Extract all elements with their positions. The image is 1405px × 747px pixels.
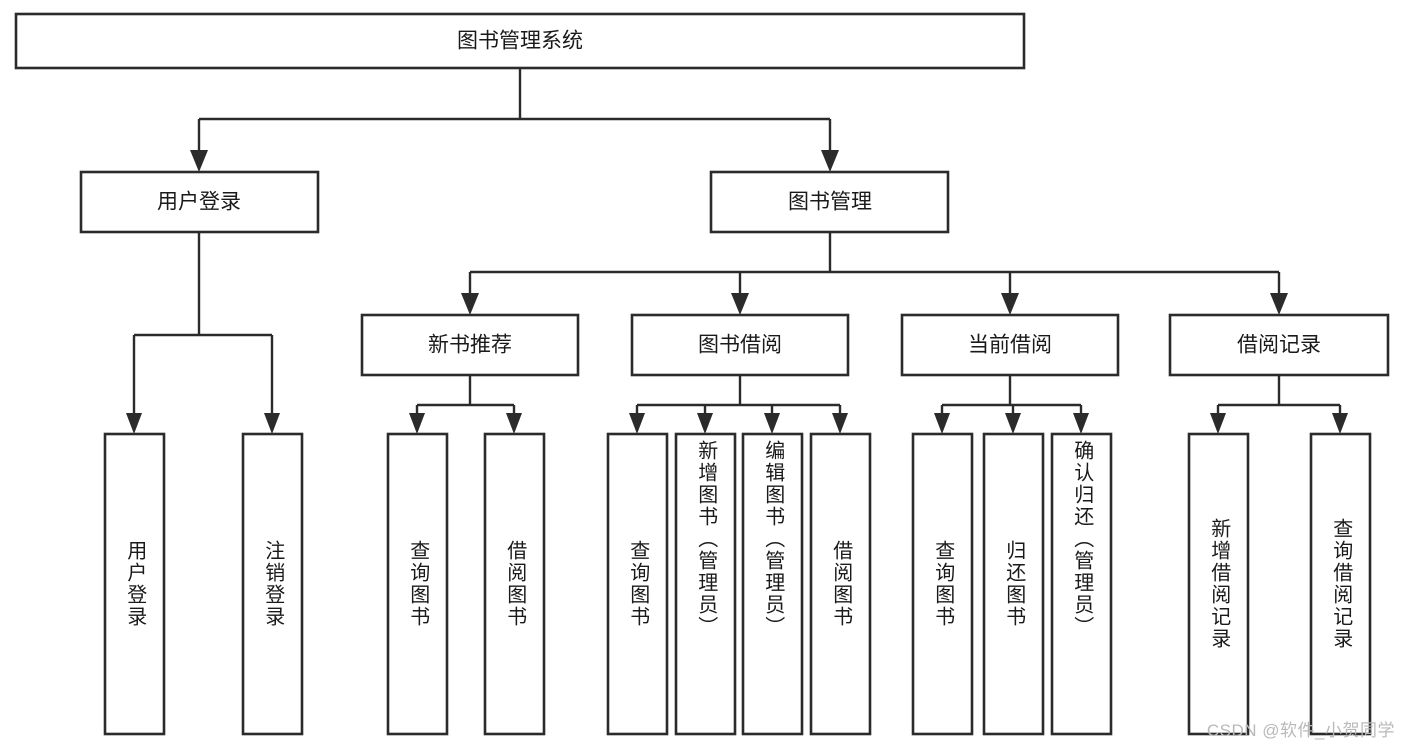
leaf-box-query-book-2[interactable] [606,432,669,736]
node-book-borrow-box[interactable] [630,313,850,377]
arrow-head-leaf-borrow-book-2 [832,413,848,434]
node-borrow-record[interactable]: 借阅记录 [1168,313,1390,377]
leaf-box-query-book-1[interactable] [386,432,449,736]
node-current-borrow[interactable]: 当前借阅 [900,313,1120,377]
leaf-box-edit-book-admin[interactable] [741,432,804,736]
arrow-head-leaf-logout [264,413,280,434]
leaf-box-return-book[interactable] [982,432,1045,736]
node-new-book-recommend[interactable]: 新书推荐 [360,313,580,377]
leaf-box-query-borrow-record[interactable] [1309,432,1372,736]
node-user-login-label: 用户登录 [157,191,241,214]
arrow-head-borrow-record [1270,293,1288,315]
node-user-login[interactable]: 用户登录 [79,170,320,234]
leaf-box-layer [103,432,1372,736]
arrow-head-user-login [190,150,208,172]
arrow-head-leaf-return-book [1005,413,1021,434]
node-user-login-box[interactable] [79,170,320,234]
arrow-head-new-book-rec [461,293,479,315]
node-book-management-label: 图书管理 [788,191,872,214]
node-book-management[interactable]: 图书管理 [709,170,950,234]
arrow-head-current-borrow [1001,293,1019,315]
node-borrow-record-label: 借阅记录 [1237,334,1321,357]
node-new-book-recommend-box[interactable] [360,313,580,377]
leaf-box-add-book-admin[interactable] [674,432,737,736]
node-borrow-record-box[interactable] [1168,313,1390,377]
csdn-watermark: CSDN @软件_小贺同学 [1206,721,1395,740]
leaf-box-user-login[interactable] [103,432,166,736]
leaf-box-borrow-book-1[interactable] [483,432,546,736]
connector-layer [126,68,1348,434]
arrow-head-leaf-add-book [697,413,713,434]
arrow-head-leaf-query-book-2 [629,413,645,434]
node-root-box[interactable] [14,12,1026,70]
arrow-head-leaf-edit-book [764,413,780,434]
leaf-box-query-book-3[interactable] [911,432,974,736]
arrow-head-book-manage [821,150,839,172]
node-current-borrow-label: 当前借阅 [968,334,1052,357]
node-root-label: 图书管理系统 [457,30,583,53]
node-book-borrow[interactable]: 图书借阅 [630,313,850,377]
arrow-head-leaf-borrow-book-1 [506,413,522,434]
leaf-box-borrow-book-2[interactable] [809,432,872,736]
arrow-head-leaf-add-record [1210,413,1226,434]
arrow-head-book-borrow [731,293,749,315]
arrow-head-leaf-confirm-return [1073,413,1089,434]
node-current-borrow-box[interactable] [900,313,1120,377]
arrow-head-leaf-query-record [1332,413,1348,434]
node-root-book-management-system[interactable]: 图书管理系统 [14,12,1026,70]
node-book-management-box[interactable] [709,170,950,234]
arrow-head-leaf-query-book-3 [934,413,950,434]
leaf-box-logout[interactable] [241,432,304,736]
leaf-box-add-borrow-record[interactable] [1187,432,1250,736]
arrow-head-leaf-query-book-1 [409,413,425,434]
arrow-head-leaf-user-login [126,413,142,434]
node-new-book-recommend-label: 新书推荐 [428,334,512,357]
node-book-borrow-label: 图书借阅 [698,334,782,357]
leaf-box-confirm-return-admin[interactable] [1050,432,1113,736]
